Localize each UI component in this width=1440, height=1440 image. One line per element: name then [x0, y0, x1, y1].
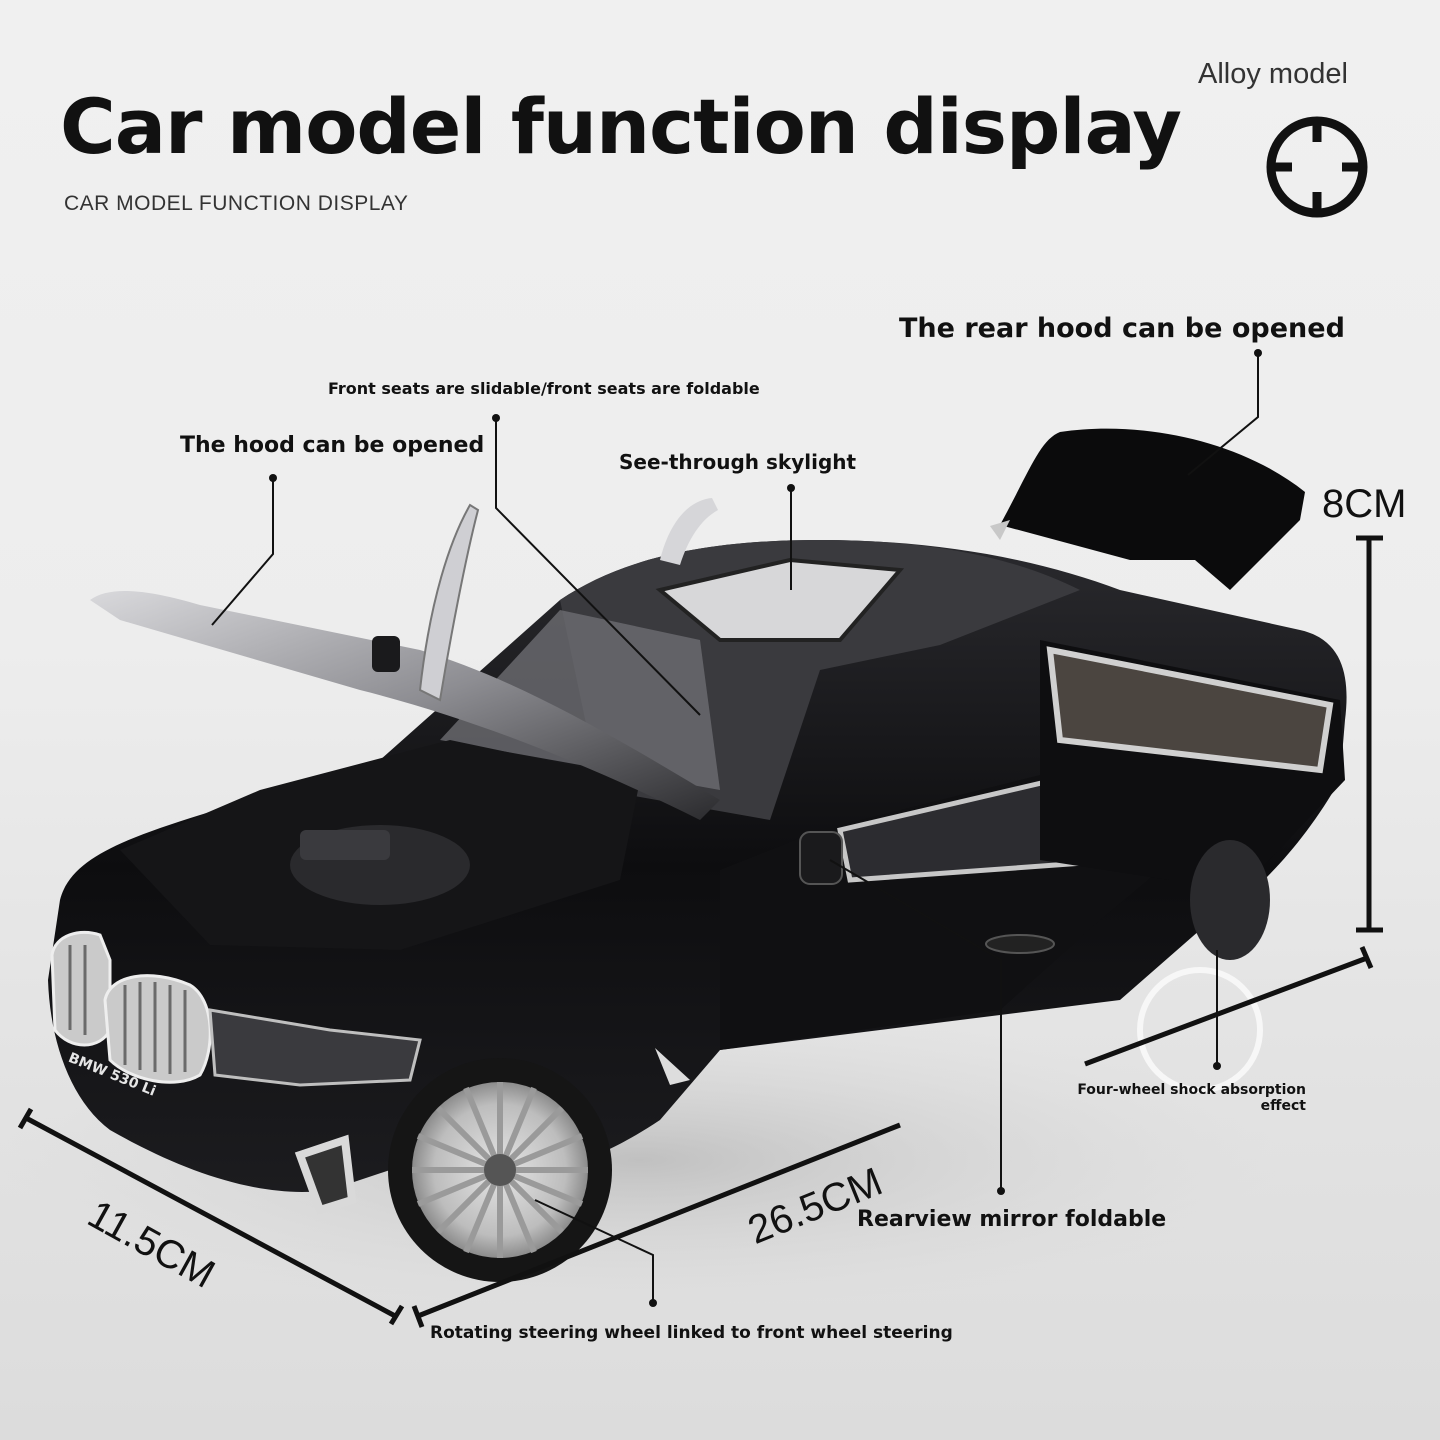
callout-rearview-mirror: Rearview mirror foldable — [857, 1207, 1167, 1232]
callout-front-seats: Front seats are slidable/front seats are… — [328, 379, 760, 398]
dimension-height: 8CM — [1322, 482, 1407, 526]
callout-steering: Rotating steering wheel linked to front … — [430, 1323, 953, 1343]
callout-hood: The hood can be opened — [180, 433, 485, 458]
dimension-lines — [17, 535, 1383, 1328]
crosshair-icon — [1266, 116, 1368, 218]
callout-skylight: See-through skylight — [619, 450, 857, 474]
callout-rear-hood: The rear hood can be opened — [899, 313, 1345, 344]
callout-shock-absorption: Four-wheel shock absorption effect — [1070, 1082, 1306, 1114]
alloy-model-label: Alloy model — [1198, 58, 1348, 90]
callout-shock-line1: Four-wheel shock absorption — [1077, 1082, 1306, 1098]
leader-dot — [1254, 349, 1262, 357]
page-subtitle: CAR MODEL FUNCTION DISPLAY — [64, 192, 409, 215]
callout-shock-line2: effect — [1260, 1098, 1306, 1114]
page-title: Car model function display — [60, 82, 1182, 171]
